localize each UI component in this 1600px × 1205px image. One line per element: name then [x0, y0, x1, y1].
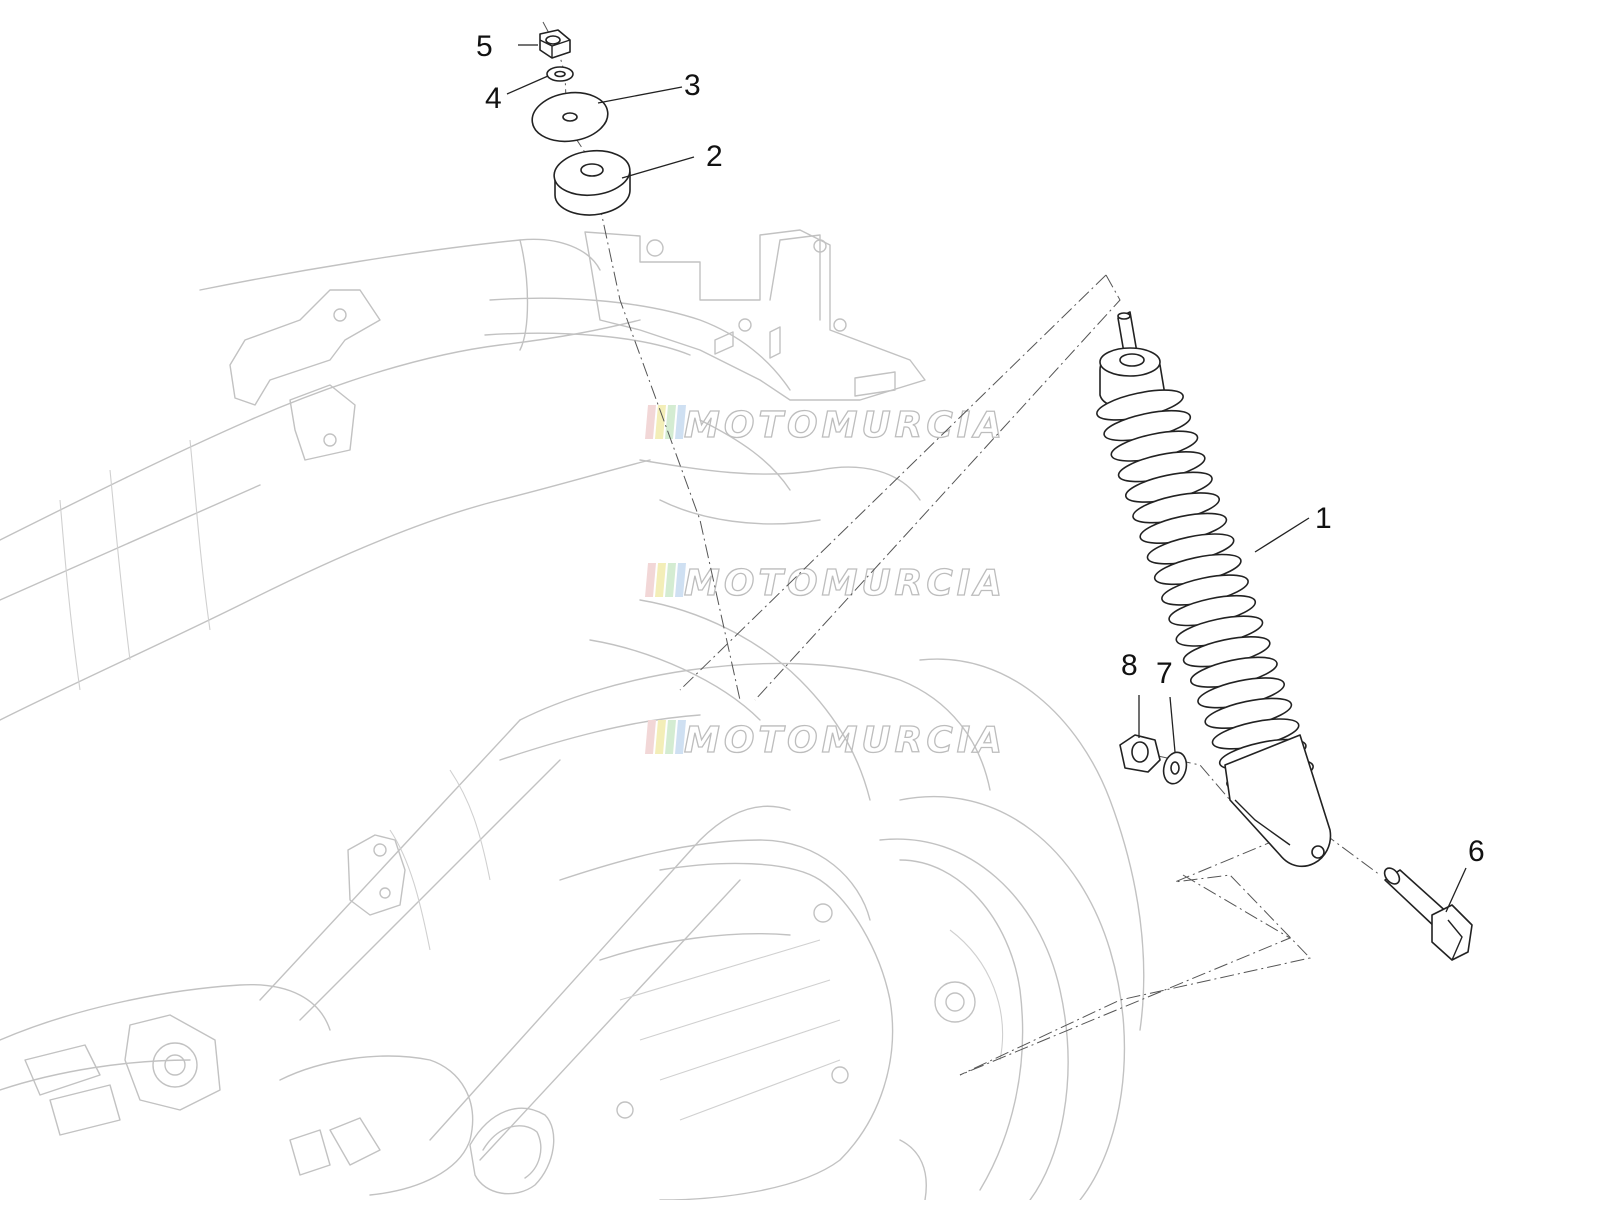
leader-lines	[506, 44, 1467, 913]
watermark-stripes	[645, 563, 686, 597]
lower-nut-part	[1119, 734, 1161, 773]
callout-4: 4	[485, 82, 502, 115]
callout-2: 2	[706, 140, 723, 173]
watermark-text: MOTOMURCIA	[684, 405, 1006, 446]
bolt-part	[1383, 867, 1473, 961]
watermark-1: MOTOMURCIA	[645, 404, 1006, 447]
lower-washer-part	[1162, 751, 1188, 785]
scooter-frame-drawing	[0, 229, 1145, 1201]
washer-part	[531, 91, 609, 143]
nut-part	[539, 29, 571, 59]
callout-1: 1	[1315, 502, 1332, 535]
watermark-stripes	[645, 405, 686, 439]
watermark-3: MOTOMURCIA	[645, 719, 1006, 762]
watermark-text: MOTOMURCIA	[684, 720, 1006, 761]
watermark-stripes	[645, 720, 686, 754]
callout-7: 7	[1156, 657, 1173, 690]
watermark-text: MOTOMURCIA	[684, 563, 1006, 604]
callout-numbers: 5 4 3 2 1 8 7 6	[476, 30, 1485, 868]
assembly-lines	[542, 21, 1381, 1076]
callout-8: 8	[1121, 649, 1138, 682]
callout-5: 5	[476, 30, 493, 63]
rubber-bushing-part	[553, 149, 631, 216]
watermark-2: MOTOMURCIA	[645, 562, 1006, 605]
callout-6: 6	[1468, 835, 1485, 868]
shock-absorber-part	[1096, 311, 1332, 867]
spring-coils	[1096, 389, 1314, 791]
callout-3: 3	[684, 69, 701, 102]
small-washer-part	[546, 66, 574, 82]
